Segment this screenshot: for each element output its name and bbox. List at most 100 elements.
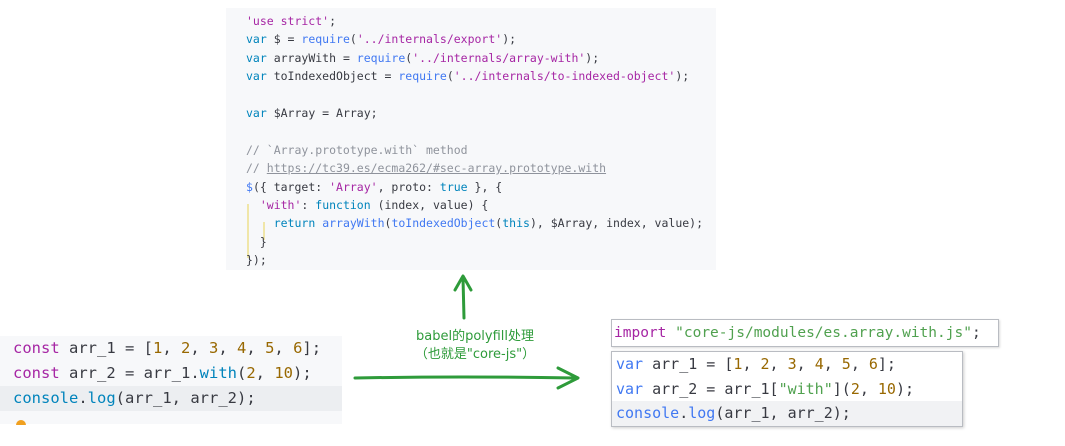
original-source-panel: const arr_1 = [1, 2, 3, 4, 5, 6];const a… <box>0 336 342 425</box>
code-token: (arr_1, arr_2); <box>715 404 851 422</box>
code-token: $ = <box>266 32 302 47</box>
code-line: } <box>246 233 716 251</box>
code-token: const <box>13 339 60 357</box>
code-line: var toIndexedObject = require('../intern… <box>246 67 716 85</box>
code-token: , <box>823 355 842 373</box>
code-token: "with" <box>778 379 833 398</box>
code-token: ); <box>675 69 690 84</box>
code-token: var <box>246 105 267 120</box>
code-token: require <box>301 32 350 47</box>
code-token: 1 <box>733 355 743 373</box>
transform-annotation: babel的polyfill处理 （也就是"core-js"） <box>380 328 570 364</box>
code-token: require <box>398 69 447 84</box>
code-token: ; <box>329 14 337 28</box>
code-line: console.log(arr_1, arr_2); <box>612 401 962 426</box>
code-token: '../internals/array-with' <box>412 50 586 65</box>
code-token: const <box>13 364 60 382</box>
code-token: 6 <box>868 355 878 373</box>
code-line: var $ = require('../internals/export'); <box>246 30 716 48</box>
code-token: 'Array' <box>329 179 378 194</box>
transpiled-code: var arr_1 = [1, 2, 3, 4, 5, 6];var arr_2… <box>612 352 962 426</box>
code-token: 5 <box>265 339 275 357</box>
code-token: toIndexedObject = <box>266 69 399 84</box>
code-line: console.log(arr_1, arr_2); <box>0 386 342 411</box>
code-token: 2 <box>246 364 256 382</box>
code-token: 1 <box>153 339 163 357</box>
code-token: ]; <box>877 355 896 373</box>
code-token: 2 <box>850 379 860 398</box>
code-token: 2 <box>181 339 191 357</box>
code-token: ( <box>384 216 392 231</box>
code-token: true <box>439 179 468 194</box>
code-token: , <box>218 339 238 357</box>
code-token: $Array = Array; <box>266 105 378 120</box>
cursor-marker <box>16 420 26 425</box>
code-token: , <box>246 339 266 357</box>
code-token: , <box>769 355 788 373</box>
code-line: // `Array.prototype.with` method <box>246 141 716 159</box>
code-token: . <box>679 404 689 422</box>
original-source-code: const arr_1 = [1, 2, 3, 4, 5, 6];const a… <box>0 336 342 411</box>
code-line: var arr_2 = arr_1["with"](2, 10); <box>612 377 962 402</box>
code-token: 4 <box>814 355 824 373</box>
code-token: . <box>78 389 88 407</box>
code-token: (arr_1, arr_2); <box>115 389 256 407</box>
code-line: var arrayWith = require('../internals/ar… <box>246 49 716 67</box>
code-token: "core-js/modules/es.array.with.js" <box>675 325 972 341</box>
up-arrow <box>453 274 473 320</box>
code-token: https://tc39.es/ecma262/#sec-array.proto… <box>266 161 607 176</box>
code-token: var <box>616 355 644 373</box>
code-token: ]( <box>832 379 851 398</box>
code-token: import <box>614 325 667 341</box>
code-token: }, { <box>467 179 503 194</box>
code-token: : <box>301 197 316 212</box>
code-token: ); <box>502 32 517 47</box>
code-token: , <box>190 339 210 357</box>
code-token: '../internals/export' <box>356 32 503 47</box>
annotation-line-2: （也就是"core-js"） <box>414 347 536 362</box>
code-line: }); <box>246 251 716 269</box>
code-token: 10 <box>274 364 294 382</box>
code-token: , <box>796 355 815 373</box>
code-token: arrayWith <box>322 216 385 231</box>
code-token: log <box>87 389 116 407</box>
code-token: , <box>255 364 275 382</box>
code-token: 5 <box>841 355 851 373</box>
code-token: 3 <box>787 355 797 373</box>
code-token: ( <box>349 32 357 47</box>
code-token: arr_2 = arr_1. <box>59 364 200 382</box>
right-arrow <box>353 366 580 390</box>
code-token: return <box>273 216 316 231</box>
core-js-source-panel: 'use strict';var $ = require('../interna… <box>226 8 716 270</box>
code-line: 'with': function (index, value) { <box>246 196 716 214</box>
code-token: 2 <box>760 355 770 373</box>
code-token: '../internals/to-indexed-object' <box>453 69 676 84</box>
code-line: const arr_1 = [1, 2, 3, 4, 5, 6]; <box>0 336 342 361</box>
code-token: // `Array.prototype.with` method <box>246 142 468 157</box>
code-token: arr_1 = [ <box>59 339 153 357</box>
code-token: }); <box>246 253 267 268</box>
code-token: ( <box>446 69 454 84</box>
code-token: 6 <box>293 339 303 357</box>
code-token: ( <box>236 364 247 382</box>
code-token: ); <box>293 364 312 382</box>
code-token: (index, value) { <box>370 197 489 212</box>
code-token: , <box>162 339 182 357</box>
code-token: 10 <box>877 379 896 398</box>
code-token: , <box>859 379 878 398</box>
code-token: ( <box>495 216 503 231</box>
code-token: ); <box>895 379 915 398</box>
code-token: 'with' <box>259 197 302 212</box>
code-token: , proto: <box>377 179 440 194</box>
code-line: 'use strict'; <box>246 12 716 30</box>
code-line: $({ target: 'Array', proto: true }, { <box>246 178 716 196</box>
annotation-line-1: babel的polyfill处理 <box>415 329 534 344</box>
code-token: arrayWith = <box>266 50 357 65</box>
code-token: require <box>356 50 406 65</box>
code-token: console <box>616 404 680 422</box>
indent-guide <box>247 204 249 258</box>
code-token: var <box>246 69 267 84</box>
code-token: , <box>850 355 869 373</box>
code-token: var <box>246 50 267 65</box>
